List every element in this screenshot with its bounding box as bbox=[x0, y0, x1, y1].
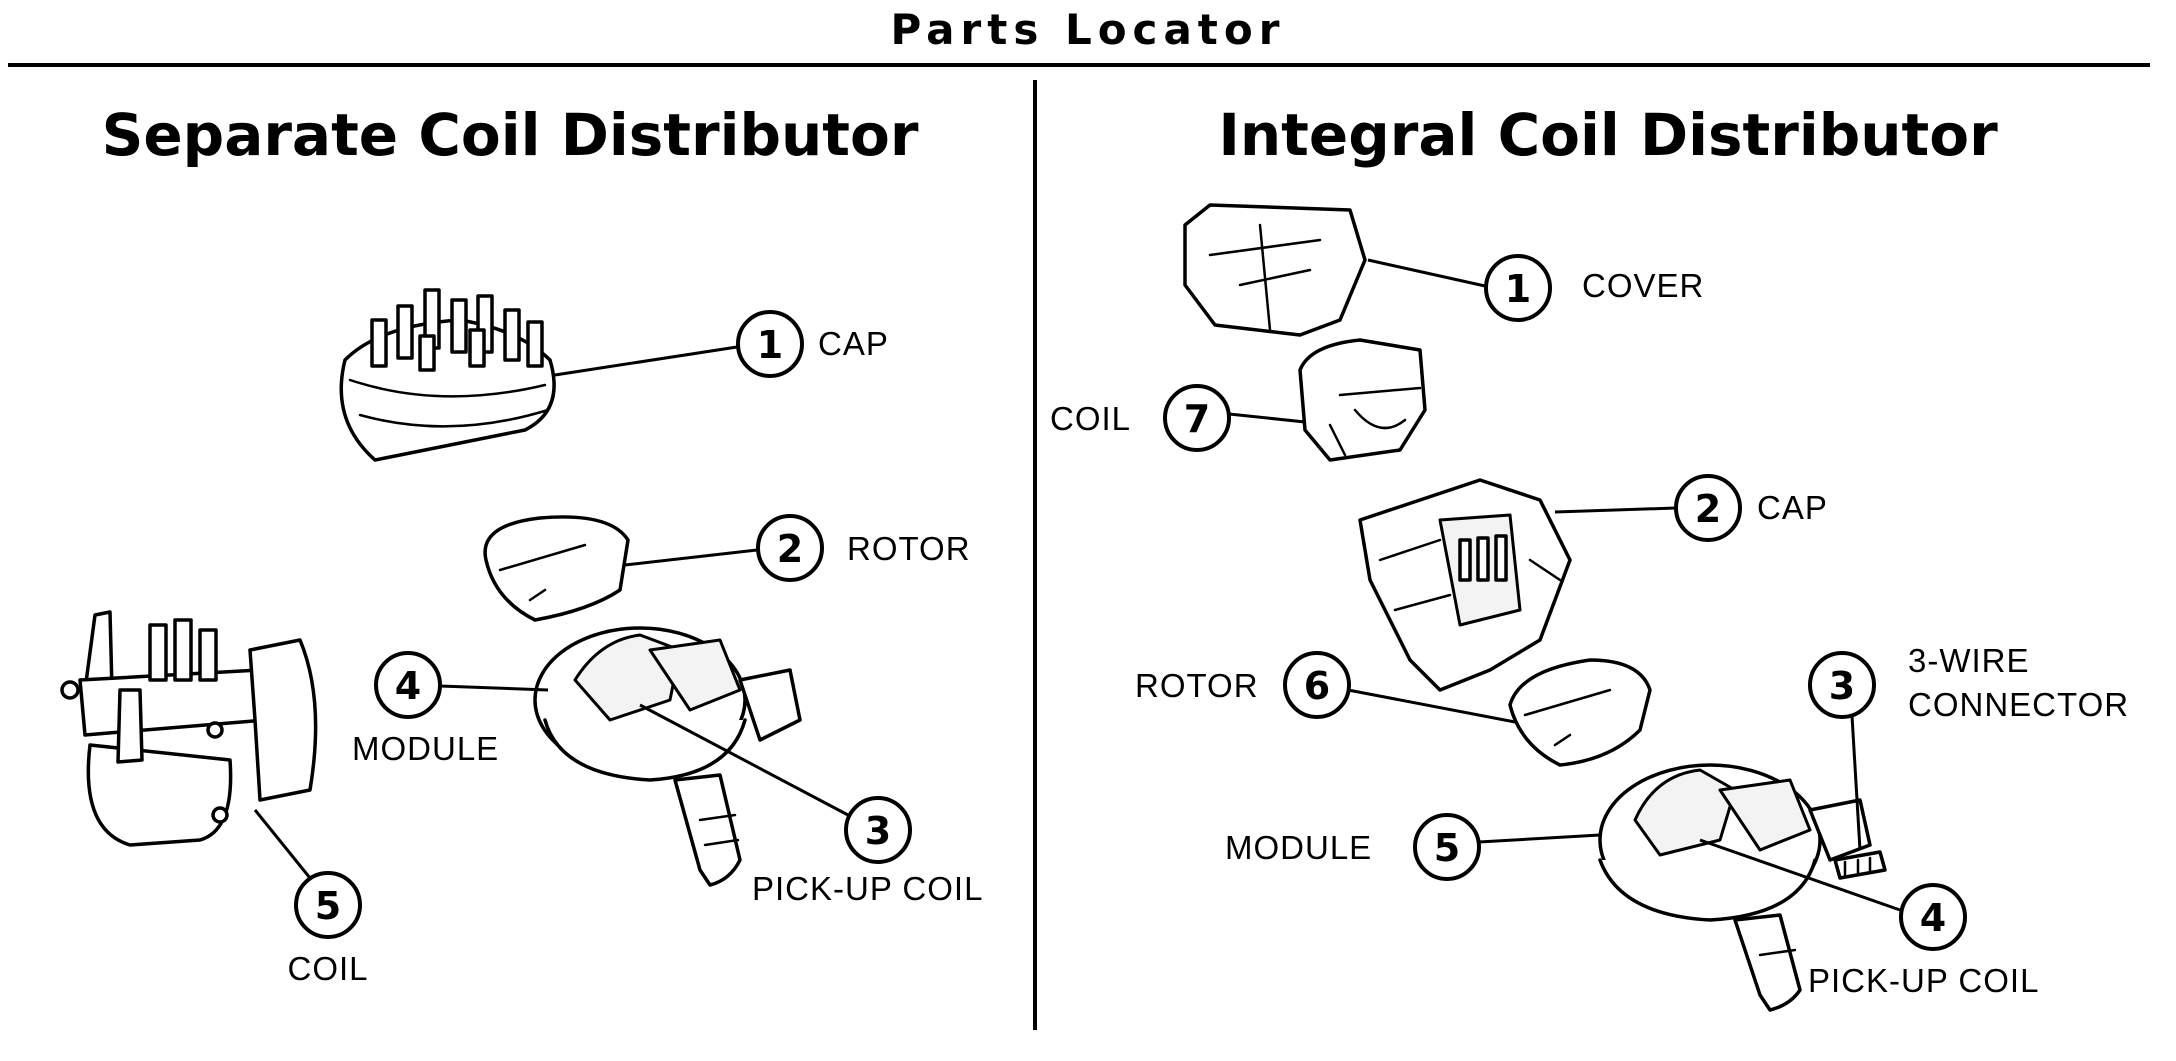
left-cap-label: CAP bbox=[818, 325, 889, 362]
right-module-callout-number: 5 bbox=[1434, 826, 1460, 870]
left-pickup-coil-callout-bubble bbox=[844, 796, 912, 864]
right-pickup-coil-label: PICK-UP COIL bbox=[1808, 962, 2039, 999]
left-cap-drawing bbox=[339, 288, 556, 462]
right-coil-callout-number: 7 bbox=[1184, 397, 1210, 441]
right-cap-callout-bubble bbox=[1674, 474, 1742, 542]
right-connector-label-line1: 3-WIRE bbox=[1908, 642, 2030, 679]
right-coil-callout-bubble bbox=[1163, 384, 1231, 452]
right-cover-label: COVER bbox=[1582, 267, 1704, 304]
right-rotor-label: ROTOR bbox=[1135, 667, 1259, 704]
right-distributor-body-drawing bbox=[1598, 763, 1872, 1012]
left-rotor-callout-number: 2 bbox=[777, 527, 803, 571]
left-module-callout-number: 4 bbox=[395, 664, 421, 708]
left-panel-heading: Separate Coil Distributor bbox=[102, 101, 919, 169]
right-connector-leader bbox=[1850, 715, 1862, 851]
left-cap-callout-bubble bbox=[736, 310, 804, 378]
right-pickup-coil-leader bbox=[1699, 838, 1901, 912]
left-pickup-coil-leader bbox=[639, 703, 849, 817]
right-pickup-coil-callout-bubble bbox=[1899, 883, 1967, 951]
right-rotor-drawing bbox=[1508, 658, 1652, 767]
right-rotor-callout-bubble bbox=[1283, 651, 1351, 719]
right-cap-drawing bbox=[1358, 478, 1572, 692]
right-cover-callout-bubble bbox=[1484, 254, 1552, 322]
right-module-callout-bubble bbox=[1413, 813, 1481, 881]
left-rotor-leader bbox=[624, 548, 758, 567]
right-coil-label: COIL bbox=[1050, 400, 1131, 437]
left-module-leader bbox=[439, 684, 549, 692]
left-pickup-coil-callout-number: 3 bbox=[865, 809, 891, 853]
left-module-label: MODULE bbox=[352, 730, 499, 767]
left-rotor-drawing bbox=[483, 515, 630, 622]
left-module-callout-bubble bbox=[374, 651, 442, 719]
left-coil-leader bbox=[253, 809, 312, 879]
right-connector-callout-bubble bbox=[1808, 651, 1876, 719]
right-connector-label-line2: CONNECTOR bbox=[1908, 686, 2129, 723]
right-connector-drawing bbox=[1833, 850, 1887, 880]
right-cap-leader bbox=[1554, 506, 1677, 514]
right-module-label: MODULE bbox=[1225, 829, 1372, 866]
right-rotor-leader bbox=[1347, 688, 1516, 724]
right-pickup-coil-callout-number: 4 bbox=[1920, 896, 1946, 940]
left-pickup-coil-label: PICK-UP COIL bbox=[752, 870, 983, 907]
left-coil-callout-number: 5 bbox=[315, 884, 341, 928]
left-rotor-label: ROTOR bbox=[847, 530, 971, 567]
right-module-leader bbox=[1478, 833, 1601, 844]
page-title: Parts Locator bbox=[891, 5, 1286, 54]
left-coil-callout-bubble bbox=[294, 871, 362, 939]
left-cap-callout-number: 1 bbox=[757, 323, 783, 367]
right-coil-drawing bbox=[1298, 338, 1427, 462]
right-cover-leader bbox=[1367, 258, 1486, 288]
left-distributor-body-drawing bbox=[533, 626, 802, 887]
left-coil-drawing bbox=[60, 610, 318, 847]
right-connector-callout-number: 3 bbox=[1829, 664, 1855, 708]
right-cap-callout-number: 2 bbox=[1695, 487, 1721, 531]
left-coil-label: COIL bbox=[287, 950, 368, 987]
right-panel-heading: Integral Coil Distributor bbox=[1218, 101, 1998, 169]
right-cover-callout-number: 1 bbox=[1505, 267, 1531, 311]
left-rotor-callout-bubble bbox=[756, 514, 824, 582]
right-cover-drawing bbox=[1183, 203, 1367, 337]
right-cap-label: CAP bbox=[1757, 489, 1828, 526]
right-rotor-callout-number: 6 bbox=[1304, 664, 1330, 708]
left-cap-leader bbox=[554, 345, 738, 377]
right-coil-leader bbox=[1228, 412, 1306, 424]
